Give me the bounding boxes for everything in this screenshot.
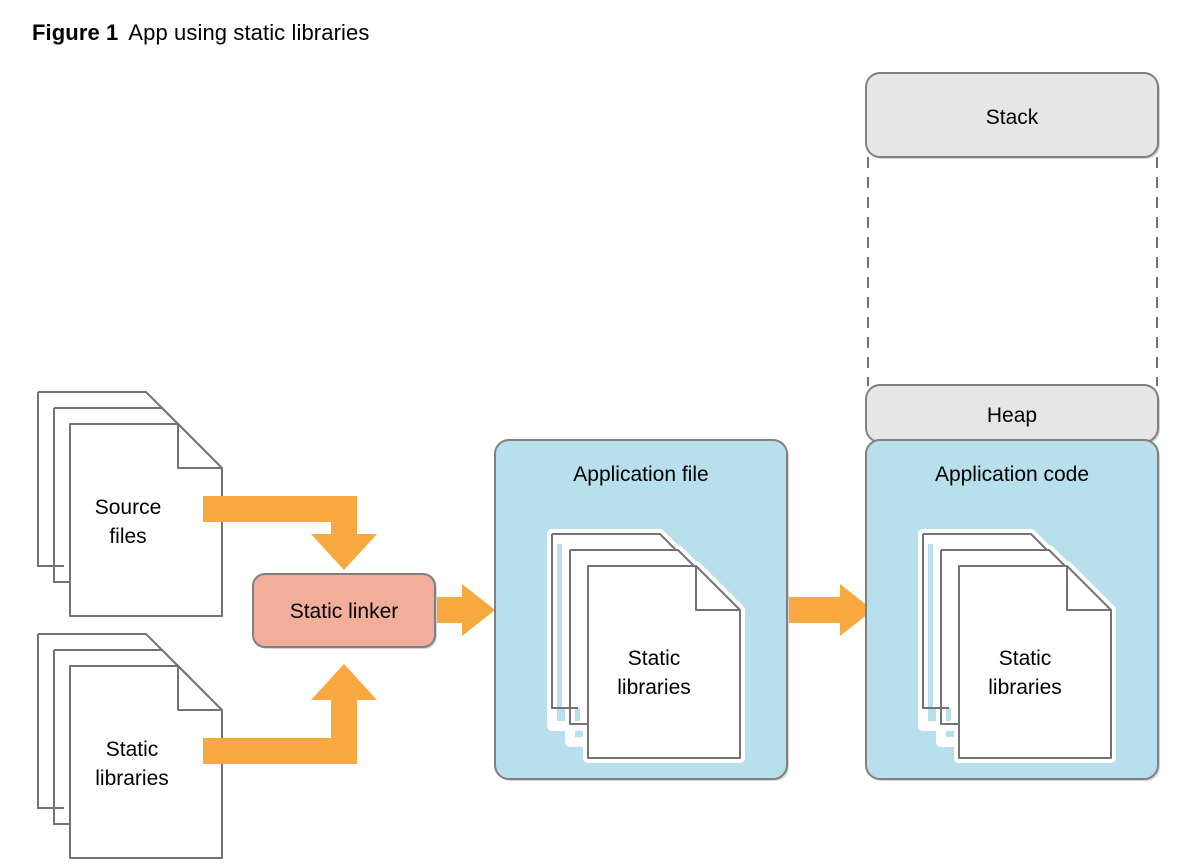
application-code-label: Application code [935,463,1089,486]
figure-caption: Figure 1 App using static libraries [32,20,369,46]
static-linker-node: Static linker [252,573,437,649]
figure-title: App using static libraries [128,20,370,45]
figure-label: Figure 1 [32,20,119,45]
stack-segment-box [865,72,1159,158]
app-code-doc-front-sheet [958,565,1112,759]
arrow-application-file-to-application-code [789,584,873,636]
source-files-label-line1: Source [95,496,162,519]
static-linker-box [252,573,436,648]
source-files-label-line2: files [109,525,146,548]
application-file-static-libraries-stack: Static libraries [547,529,745,763]
arrow-linker-to-application-file [437,584,495,636]
app-file-static-libraries-label-line1: Static [628,647,681,670]
source-files-node: Source files [37,391,223,617]
app-code-static-libraries-label-line2: libraries [988,676,1062,699]
arrow-source-files-to-linker [203,496,377,570]
application-code-node: Application code [865,439,1160,781]
static-libraries-input-label-line2: libraries [95,767,169,790]
application-code-static-libraries-stack: Static libraries [918,529,1116,763]
static-linker-label: Static linker [290,600,399,623]
app-file-static-libraries-label-line2: libraries [617,676,691,699]
application-file-label: Application file [573,463,708,486]
app-file-doc-front-sheet [587,565,741,759]
static-libraries-input-label-line1: Static [106,738,159,761]
memory-layout-node: Stack Heap Application code [865,72,1160,781]
source-files-front-sheet [69,423,223,617]
static-libraries-input-front-sheet [69,665,223,859]
application-file-node: Application file [494,439,789,781]
heap-segment-node: Heap [865,384,1160,444]
arrow-static-libraries-to-linker [203,664,377,764]
static-libraries-input-node: Static libraries [37,633,223,859]
app-code-static-libraries-label-line1: Static [999,647,1052,670]
heap-segment-label: Heap [987,404,1037,427]
stack-segment-node: Stack [865,72,1160,159]
stack-segment-label: Stack [986,106,1039,129]
